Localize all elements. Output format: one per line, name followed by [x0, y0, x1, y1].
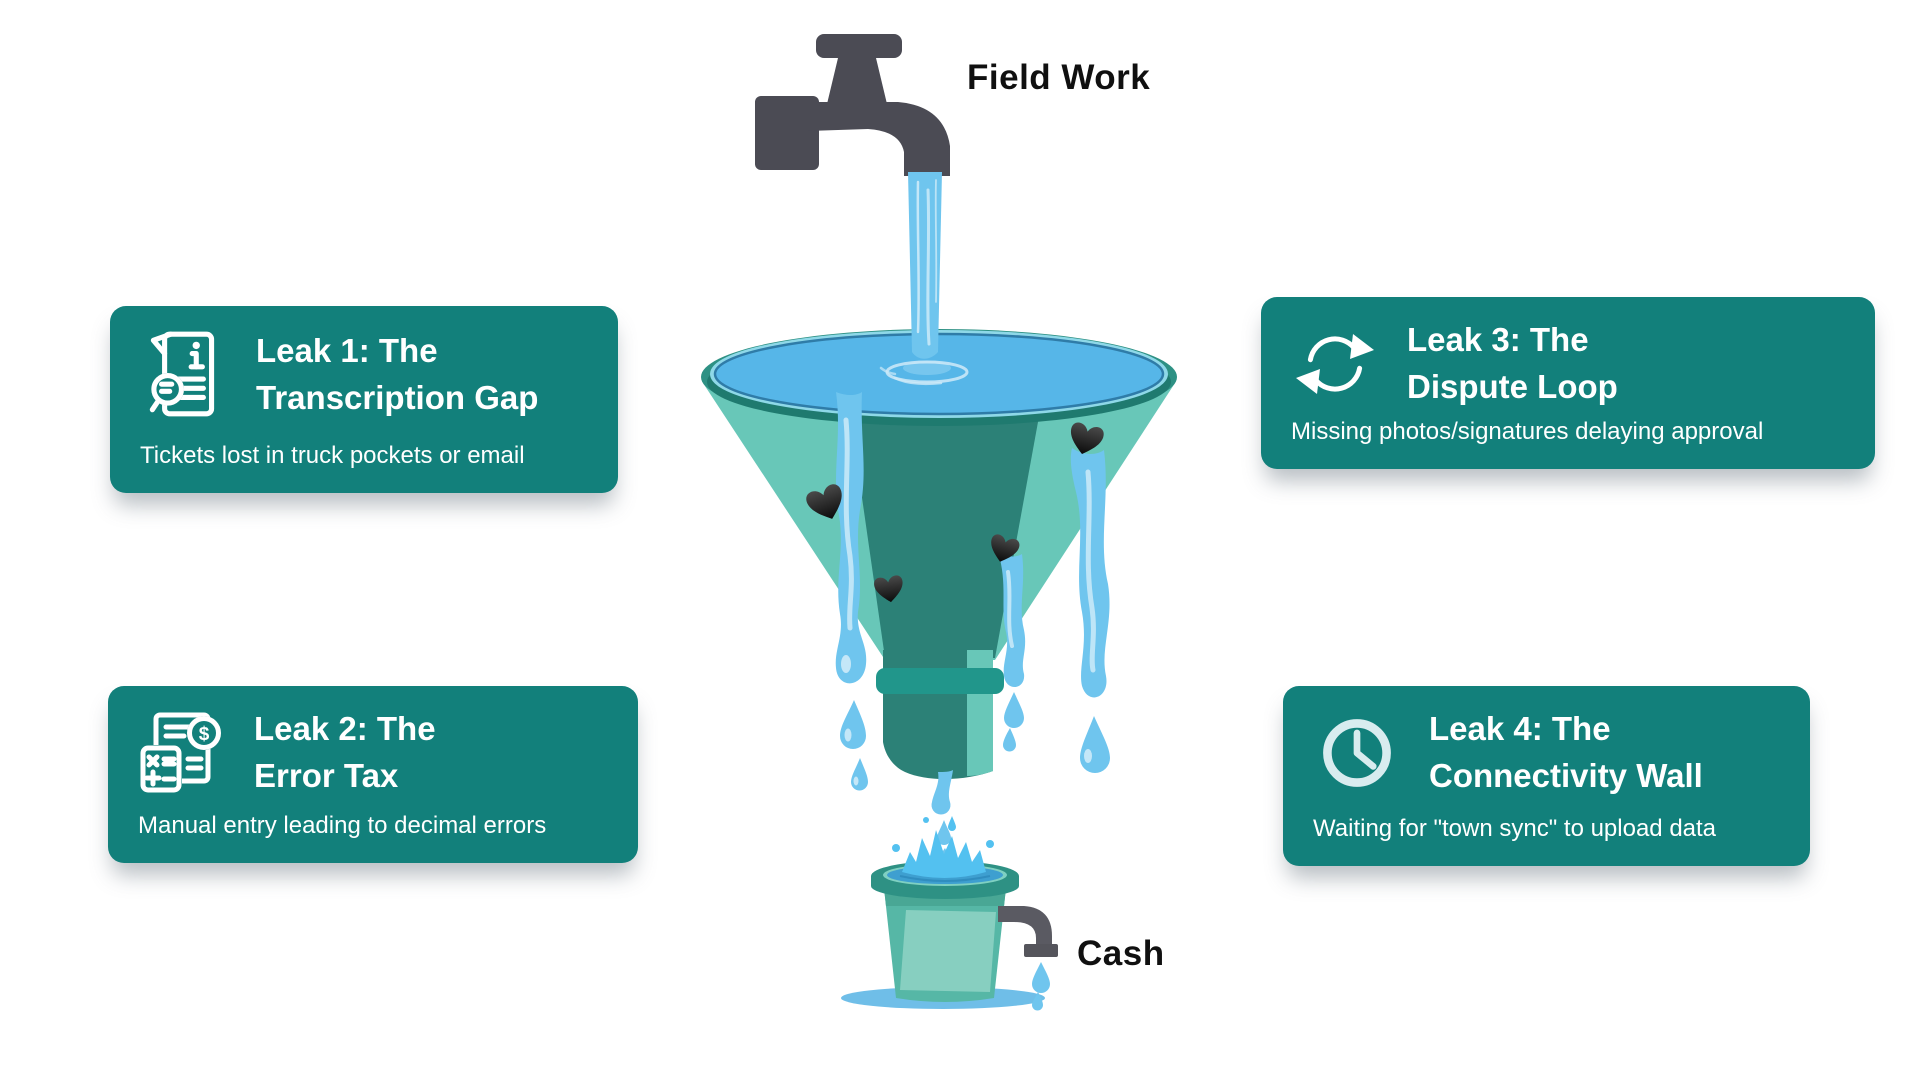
leak-card-title: Leak 1: The Transcription Gap	[256, 328, 538, 422]
bucket-spigot	[998, 906, 1058, 1011]
faucet-icon	[755, 34, 950, 176]
leak-title-line1: Leak 3: The	[1407, 321, 1589, 358]
leak-title-line1: Leak 1: The	[256, 332, 438, 370]
dollar-sign: $	[199, 724, 210, 745]
bucket-illustration	[841, 816, 1058, 1011]
leak-title-line2: Connectivity Wall	[1429, 756, 1703, 794]
source-label: Field Work	[967, 58, 1151, 97]
funnel-band	[876, 668, 1004, 694]
leak-stream-right	[1070, 448, 1110, 773]
leak-card-1: Leak 1: The Transcription Gap Tickets lo…	[110, 306, 618, 493]
document-search-icon	[140, 326, 228, 424]
funnel-rim-light-ring	[710, 330, 1168, 418]
calculator-dollar-icon: $	[138, 709, 226, 797]
leak-card-4: Leak 4: The Connectivity Wall Waiting fo…	[1283, 686, 1810, 866]
funnel-illustration	[701, 34, 1177, 1011]
sync-arrows-icon	[1291, 324, 1379, 404]
leak-title-line2: Error Tax	[254, 756, 399, 794]
leak-title-line1: Leak 2: The	[254, 710, 436, 747]
clock-icon	[1313, 711, 1401, 795]
leak-description: Waiting for "town sync" to upload data	[1313, 815, 1717, 843]
leak-description: Missing photos/signatures delaying appro…	[1291, 418, 1764, 446]
leak-stream-left	[835, 392, 868, 791]
leak-title-line1: Leak 4: The	[1429, 710, 1611, 747]
leak-card-3: Leak 3: The Dispute Loop Missing photos/…	[1261, 297, 1875, 469]
faucet-water-stream	[879, 172, 969, 386]
leak-card-2: $ Leak 2: The Error Tax Manual entry lea…	[108, 686, 638, 863]
bucket-splash	[892, 816, 994, 878]
leak-title-line2: Dispute Loop	[1407, 367, 1618, 405]
leak-card-title: Leak 2: The Error Tax	[254, 706, 436, 800]
sink-label: Cash	[1077, 934, 1165, 973]
leak-card-title: Leak 3: The Dispute Loop	[1407, 317, 1618, 411]
leak-stream-middle	[998, 552, 1026, 752]
leak-card-title: Leak 4: The Connectivity Wall	[1429, 706, 1703, 800]
leak-description: Manual entry leading to decimal errors	[138, 812, 547, 840]
leak-description: Tickets lost in truck pockets or email	[140, 442, 525, 470]
leak-title-line2: Transcription Gap	[256, 379, 539, 416]
